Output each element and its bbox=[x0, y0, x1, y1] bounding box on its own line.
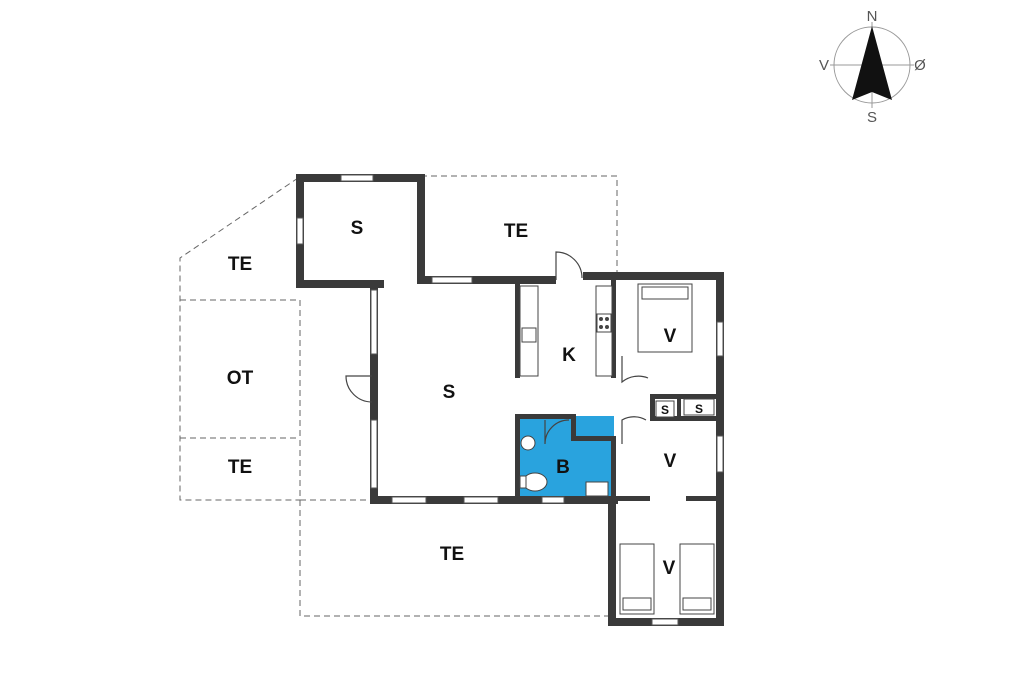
room-label-bedroom-3: V bbox=[663, 558, 676, 579]
wall bbox=[515, 284, 520, 378]
windows bbox=[296, 174, 724, 626]
window bbox=[541, 496, 565, 504]
room-label-living: S bbox=[443, 382, 456, 403]
doors bbox=[345, 251, 649, 445]
room-label-outdoor: OT bbox=[227, 368, 254, 389]
toilet-icon bbox=[522, 472, 548, 492]
window bbox=[296, 217, 304, 245]
bedroom-door bbox=[621, 416, 647, 444]
wall bbox=[296, 280, 384, 288]
pillow bbox=[682, 597, 712, 611]
wall bbox=[515, 414, 520, 500]
room-label-bedroom-1: V bbox=[664, 326, 677, 347]
closet bbox=[683, 398, 715, 416]
wall bbox=[417, 276, 556, 284]
stove-burner bbox=[605, 317, 609, 321]
bathroom-fixtures bbox=[519, 435, 609, 497]
compass-south: S bbox=[867, 109, 877, 126]
north-arrow-icon bbox=[852, 26, 892, 100]
toilet-tank bbox=[519, 475, 527, 489]
outdoor-areas bbox=[179, 175, 618, 617]
room-label-closet-1: S bbox=[661, 403, 669, 417]
room-label-bedroom-2: V bbox=[664, 451, 677, 472]
room-label-closet-2: S bbox=[695, 402, 703, 416]
room-label-storage: S bbox=[351, 218, 364, 239]
window bbox=[340, 174, 374, 182]
wall bbox=[571, 414, 576, 440]
room-label-terrace-left: TE bbox=[228, 254, 252, 275]
terrace-bottom-outline bbox=[299, 500, 610, 617]
washbasin-icon bbox=[520, 435, 536, 451]
compass-west: V bbox=[819, 57, 829, 74]
shower-icon bbox=[585, 481, 609, 497]
window bbox=[370, 419, 378, 489]
window bbox=[391, 496, 427, 504]
closet bbox=[655, 400, 675, 418]
room-labels: S TE TE OT TE S K B V V V TE S S bbox=[227, 218, 703, 579]
wall bbox=[650, 416, 720, 421]
wall bbox=[515, 414, 575, 419]
pillow bbox=[622, 597, 652, 611]
wall bbox=[608, 496, 616, 626]
terrace-top-outline bbox=[421, 175, 618, 276]
wall bbox=[650, 394, 720, 399]
room-label-terrace-bottom: TE bbox=[440, 544, 464, 565]
room-label-kitchen: K bbox=[562, 345, 576, 366]
sink-icon bbox=[521, 327, 537, 343]
terrace-left-outline bbox=[179, 177, 300, 501]
stove-icon bbox=[596, 313, 612, 333]
compass-north: N bbox=[867, 8, 878, 25]
kitchen-fixtures bbox=[519, 285, 613, 377]
stove-burner bbox=[599, 325, 603, 329]
wall bbox=[417, 174, 425, 284]
stove-burner bbox=[599, 317, 603, 321]
entrance-door bbox=[555, 251, 583, 280]
window bbox=[370, 289, 378, 355]
wall bbox=[611, 436, 616, 502]
bathroom-door bbox=[544, 419, 570, 445]
room-label-terrace-left-bottom: TE bbox=[228, 457, 252, 478]
compass: N S V Ø bbox=[819, 8, 926, 126]
room-label-bathroom: B bbox=[556, 457, 570, 478]
wall bbox=[571, 436, 616, 441]
compass-east: Ø bbox=[914, 57, 926, 74]
wall bbox=[686, 496, 720, 501]
wall bbox=[650, 394, 655, 420]
living-door bbox=[345, 375, 373, 403]
room-label-terrace-top: TE bbox=[504, 221, 528, 242]
stove-burner bbox=[605, 325, 609, 329]
window bbox=[716, 435, 724, 473]
window bbox=[463, 496, 499, 504]
wall bbox=[611, 280, 616, 378]
window bbox=[651, 618, 679, 626]
beds bbox=[619, 283, 715, 615]
wall bbox=[677, 398, 681, 418]
window bbox=[716, 321, 724, 357]
wall bbox=[370, 280, 378, 504]
window bbox=[431, 276, 473, 284]
wall bbox=[583, 272, 724, 280]
bedroom-door bbox=[621, 356, 649, 384]
pillow bbox=[641, 286, 689, 300]
wall bbox=[616, 496, 650, 501]
